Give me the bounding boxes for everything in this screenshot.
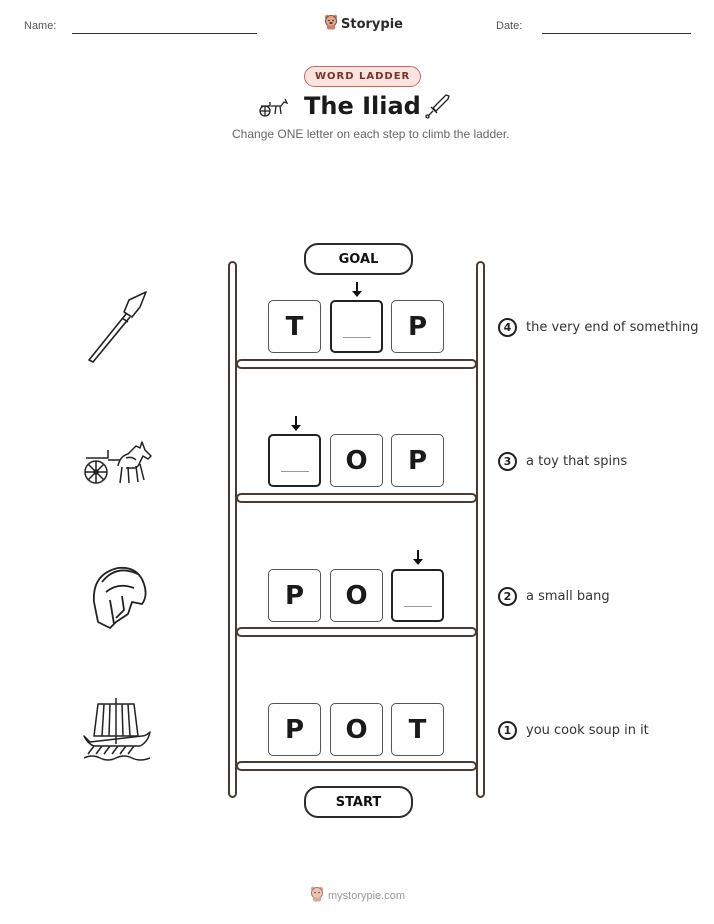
bear-mascot-icon bbox=[324, 14, 338, 34]
change-arrow-icon bbox=[289, 416, 303, 436]
clue-step-2: 2 a small bang bbox=[498, 587, 610, 606]
ladder-rail-right bbox=[476, 261, 485, 798]
name-field[interactable] bbox=[72, 33, 257, 34]
letter-tile: O bbox=[330, 703, 383, 756]
letter-tile: P bbox=[391, 300, 444, 353]
ship-icon bbox=[82, 696, 154, 770]
ladder-rung bbox=[236, 493, 477, 503]
letter-tile: P bbox=[268, 703, 321, 756]
date-label: Date: bbox=[496, 20, 523, 32]
spear-icon bbox=[86, 290, 150, 368]
step-number: 4 bbox=[498, 318, 517, 337]
date-field[interactable] bbox=[542, 33, 691, 34]
letter-blank[interactable] bbox=[391, 569, 444, 622]
clue-step-4: 4 the very end of something bbox=[498, 318, 698, 337]
instructions: Change ONE letter on each step to climb … bbox=[232, 127, 510, 141]
letter-tile: O bbox=[330, 569, 383, 622]
step-number: 3 bbox=[498, 452, 517, 471]
brand-logo: Storypie bbox=[324, 14, 403, 34]
clue-text: a small bang bbox=[526, 589, 610, 604]
footer: mystorypie.com bbox=[310, 886, 405, 905]
clue-text: you cook soup in it bbox=[526, 723, 649, 738]
letter-blank[interactable] bbox=[268, 434, 321, 487]
ladder-rung bbox=[236, 761, 477, 771]
letter-blank[interactable] bbox=[330, 300, 383, 353]
letter-tile: P bbox=[391, 434, 444, 487]
bear-mascot-icon bbox=[310, 886, 324, 905]
clue-step-1: 1 you cook soup in it bbox=[498, 721, 649, 740]
sword-icon bbox=[424, 92, 452, 126]
ladder-rung bbox=[236, 627, 477, 637]
step-number: 1 bbox=[498, 721, 517, 740]
name-label: Name: bbox=[24, 20, 57, 32]
page-title: The Iliad bbox=[304, 92, 421, 120]
change-arrow-icon bbox=[411, 550, 425, 570]
step-number: 2 bbox=[498, 587, 517, 606]
goal-label: GOAL bbox=[304, 243, 413, 275]
change-arrow-icon bbox=[350, 282, 364, 302]
footer-site: mystorypie.com bbox=[328, 889, 406, 902]
chariot-mini-icon bbox=[258, 96, 290, 122]
letter-tile: T bbox=[391, 703, 444, 756]
helmet-icon bbox=[88, 562, 148, 636]
brand-name: Storypie bbox=[341, 16, 403, 32]
ladder-rail-left bbox=[228, 261, 237, 798]
letter-tile: P bbox=[268, 569, 321, 622]
worksheet-type-badge: WORD LADDER bbox=[304, 66, 422, 87]
ladder-rung bbox=[236, 359, 477, 369]
clue-text: the very end of something bbox=[526, 320, 699, 335]
start-label: START bbox=[304, 786, 413, 818]
clue-text: a toy that spins bbox=[526, 454, 628, 469]
letter-tile: T bbox=[268, 300, 321, 353]
letter-tile: O bbox=[330, 434, 383, 487]
chariot-icon bbox=[82, 436, 154, 492]
clue-step-3: 3 a toy that spins bbox=[498, 452, 627, 471]
